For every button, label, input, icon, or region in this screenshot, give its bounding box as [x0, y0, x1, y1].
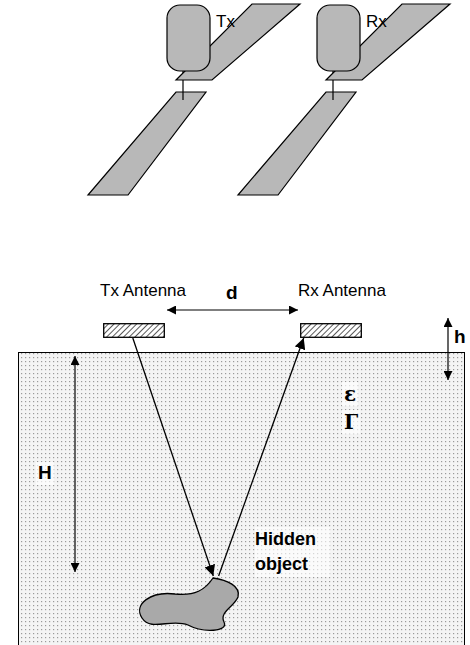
material-symbol: ε [342, 382, 358, 406]
d-dimension [167, 309, 298, 310]
device-label: Rx [366, 12, 387, 32]
h-dimension [447, 318, 448, 380]
transmit-antenna: Tx Antenna [103, 323, 165, 338]
ground-fill [18, 352, 465, 645]
ground-region: εΓ Hidden object [18, 352, 465, 645]
node-label: Rx Antenna [298, 281, 386, 301]
depth-dimension [74, 356, 75, 572]
dimension-label: h [454, 326, 466, 349]
antenna-symbol [300, 323, 362, 338]
receive-antenna: Rx Antenna [300, 323, 362, 338]
object-shape [133, 576, 240, 636]
hidden-object: Hidden object [133, 576, 240, 636]
device-label: Tx [216, 12, 235, 32]
dimension-label: H [36, 462, 54, 485]
antenna-symbol [103, 323, 165, 338]
node-label: Hidden object [255, 527, 330, 577]
signal-ray [133, 338, 214, 576]
node-label: Tx Antenna [100, 281, 186, 301]
dimension-label: d [226, 282, 238, 305]
material-symbol: Γ [342, 410, 360, 434]
rx-device [238, 4, 450, 195]
